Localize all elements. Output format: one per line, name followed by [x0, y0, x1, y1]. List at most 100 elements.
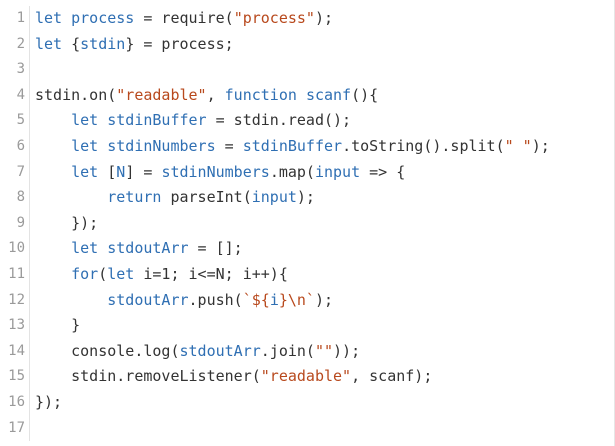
- code-token: function: [224, 85, 297, 104]
- code-line[interactable]: 9 });: [0, 210, 615, 237]
- code-line[interactable]: 3: [0, 57, 615, 83]
- line-number: 9: [0, 210, 30, 237]
- code-token: "readable": [116, 85, 207, 104]
- code-line[interactable]: 17: [0, 415, 615, 442]
- code-token: stdinBuffer: [107, 111, 207, 130]
- code-text: let {stdin} = process;: [30, 32, 234, 58]
- code-token: .join(: [260, 341, 315, 360]
- code-token: [297, 86, 306, 104]
- code-token: );: [296, 188, 315, 207]
- code-token: [62, 9, 71, 27]
- code-token: "": [314, 341, 334, 360]
- code-token: `${: [242, 290, 270, 309]
- code-text: stdin.removeListener("readable", scanf);: [30, 364, 432, 390]
- code-token: input: [314, 162, 361, 181]
- code-token: let: [71, 111, 99, 130]
- code-text: let process = require("process");: [30, 6, 333, 32]
- code-text: });: [30, 211, 98, 237]
- code-token: return: [107, 188, 162, 207]
- code-token: => {: [360, 162, 406, 181]
- code-line[interactable]: 7 let [N] = stdinNumbers.map(input => {: [0, 159, 615, 186]
- line-number: 6: [0, 134, 30, 160]
- code-token: let: [107, 265, 135, 283]
- code-token: stdoutArr: [107, 290, 189, 309]
- code-token: i=1; i<=N; i++){: [134, 265, 288, 283]
- code-token: [35, 137, 71, 155]
- code-token: = require(: [134, 9, 234, 27]
- code-token: stdin.on(: [35, 85, 117, 104]
- line-number: 3: [0, 57, 30, 83]
- code-line[interactable]: 10 let stdoutArr = [];: [0, 236, 615, 262]
- code-token: );: [531, 137, 550, 155]
- code-token: [35, 239, 71, 257]
- line-number: 14: [0, 338, 30, 365]
- code-token: , scanf);: [351, 367, 433, 386]
- code-line[interactable]: 4 stdin.on("readable", function scanf(){: [0, 82, 615, 109]
- line-number: 11: [0, 262, 30, 288]
- code-line[interactable]: 5 let stdinBuffer = stdin.read();: [0, 108, 615, 134]
- code-text: let stdinNumbers = stdinBuffer.toString(…: [30, 134, 550, 160]
- code-token: [35, 111, 71, 129]
- code-token: .map(: [269, 162, 315, 181]
- line-number: 2: [0, 31, 30, 58]
- code-token: .push(: [188, 290, 243, 309]
- code-line[interactable]: 16});: [0, 390, 615, 416]
- code-text: });: [30, 390, 62, 416]
- code-token: [35, 163, 71, 181]
- code-token: let: [71, 137, 99, 155]
- code-token: ));: [333, 341, 361, 360]
- line-number: 16: [0, 390, 30, 416]
- code-token: stdinNumbers: [107, 137, 216, 155]
- code-text: for(let i=1; i<=N; i++){: [30, 262, 288, 288]
- code-token: =: [215, 137, 243, 155]
- code-token: stdoutArr: [107, 239, 189, 258]
- code-token: stdinNumbers: [161, 162, 270, 181]
- code-token: let: [71, 239, 99, 258]
- code-token: (){: [351, 85, 379, 104]
- code-text: let stdinBuffer = stdin.read();: [30, 108, 351, 134]
- code-token: stdinBuffer: [242, 137, 343, 155]
- code-line[interactable]: 11 for(let i=1; i<=N; i++){: [0, 262, 615, 288]
- line-number: 13: [0, 313, 30, 339]
- code-token: "readable": [260, 367, 352, 386]
- code-line[interactable]: 13 }: [0, 313, 615, 339]
- code-token: ] =: [125, 162, 162, 181]
- code-token: let: [35, 34, 63, 53]
- code-text: let stdoutArr = [];: [30, 236, 243, 262]
- code-text: stdoutArr.push(`${i}\n`);: [30, 288, 333, 314]
- code-token: let: [35, 9, 63, 27]
- code-token: ,: [206, 85, 225, 104]
- code-token: [35, 291, 107, 309]
- code-token: " ": [504, 137, 532, 155]
- code-token: [35, 188, 107, 206]
- code-token: N: [116, 162, 126, 181]
- code-token: );: [314, 290, 334, 309]
- code-token: = stdin.read();: [206, 111, 352, 130]
- code-token: });: [35, 393, 63, 411]
- code-text: }: [30, 313, 80, 339]
- code-token: let: [71, 162, 99, 181]
- code-token: );: [314, 9, 334, 27]
- code-line[interactable]: 12 stdoutArr.push(`${i}\n`);: [0, 287, 615, 314]
- line-number: 4: [0, 82, 30, 109]
- code-line[interactable]: 14 console.log(stdoutArr.join(""));: [0, 338, 615, 365]
- code-token: [98, 111, 107, 129]
- code-token: .toString().split(: [342, 137, 505, 155]
- code-line[interactable]: 6 let stdinNumbers = stdinBuffer.toStrin…: [0, 134, 615, 160]
- code-token: stdin.removeListener(: [35, 367, 261, 386]
- code-token: "process": [233, 9, 315, 27]
- code-token: scanf: [305, 85, 352, 104]
- line-number: 15: [0, 364, 30, 390]
- code-line[interactable]: 8 return parseInt(input);: [0, 185, 615, 211]
- line-number: 8: [0, 185, 30, 211]
- line-number: 5: [0, 108, 30, 134]
- code-line[interactable]: 15 stdin.removeListener("readable", scan…: [0, 364, 615, 390]
- code-token: process: [71, 9, 135, 27]
- code-token: parseInt(: [161, 188, 252, 207]
- code-token: });: [35, 213, 99, 232]
- code-token: [98, 137, 107, 155]
- code-token: i: [269, 290, 279, 309]
